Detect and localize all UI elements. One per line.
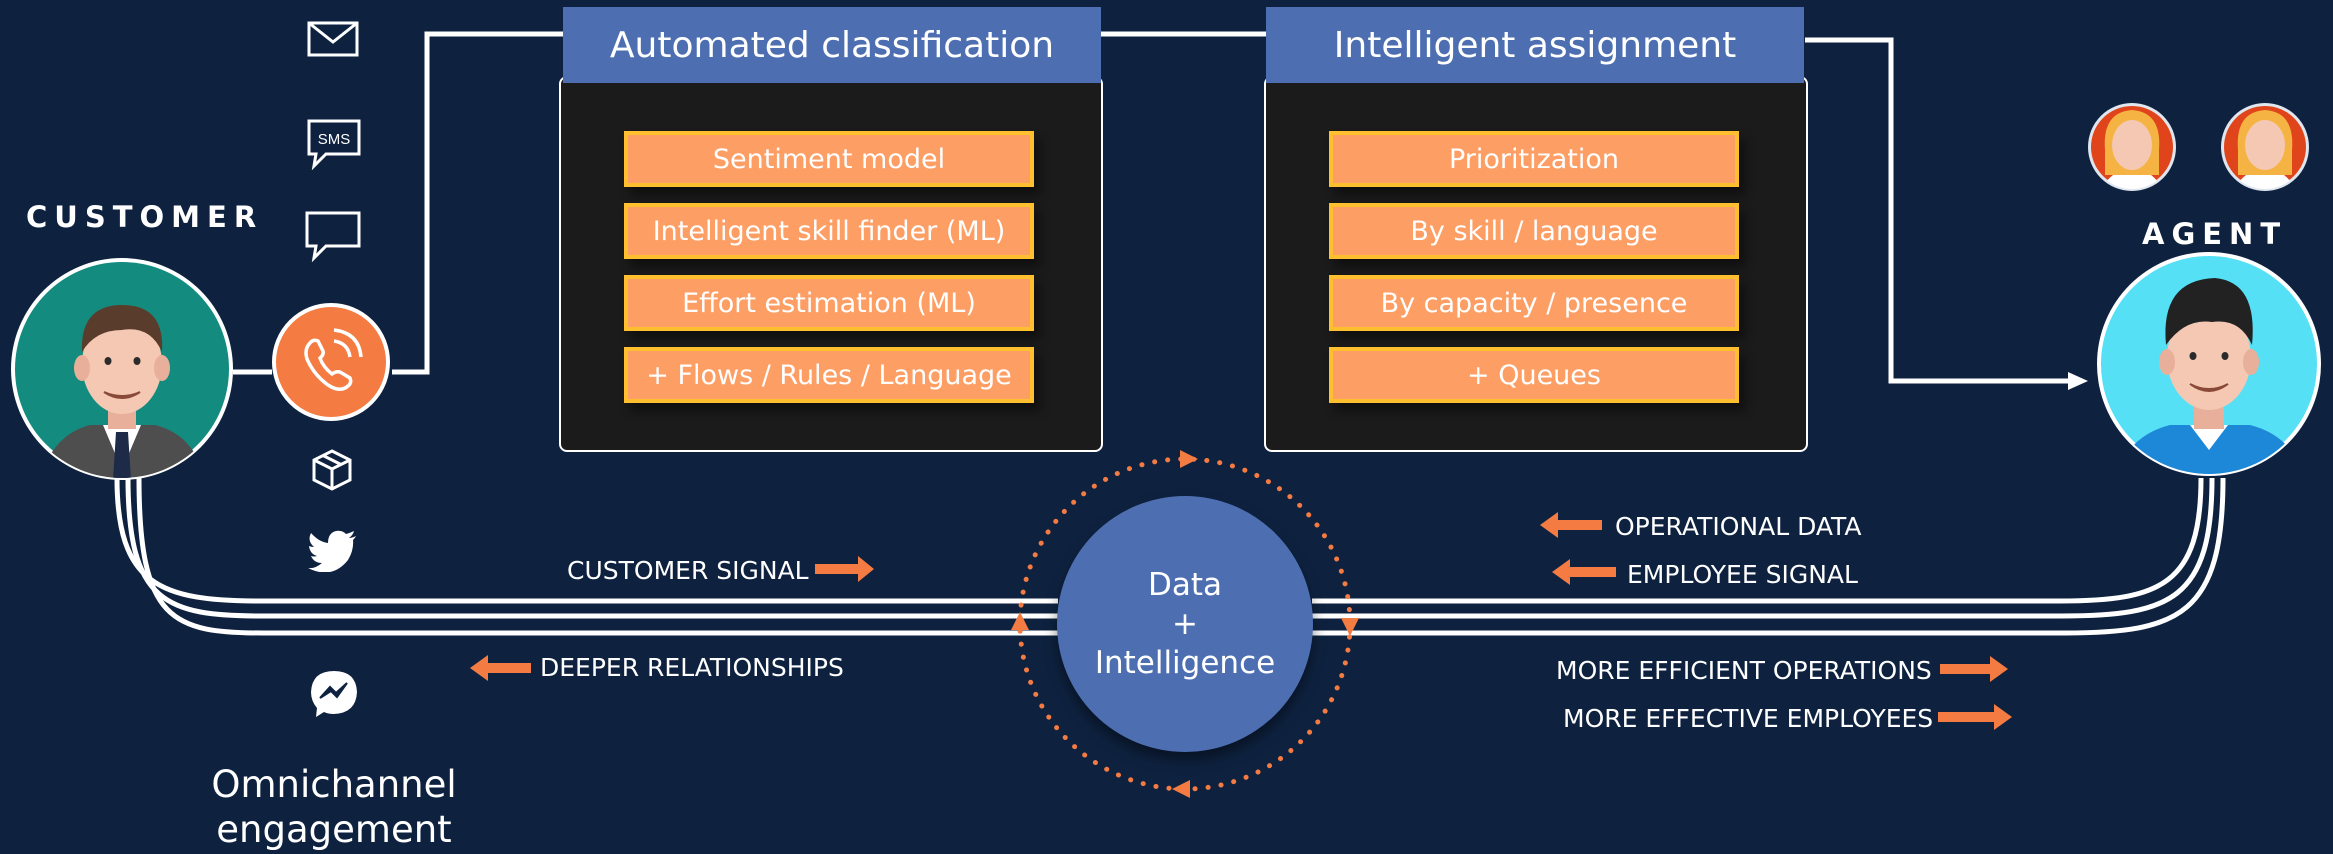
- chat-icon[interactable]: [304, 210, 362, 262]
- bottom-line-agent-2: [1312, 477, 2215, 619]
- omnichannel-line1: Omnichannel: [211, 763, 457, 806]
- assignment-title: Intelligent assignment: [1266, 7, 1804, 83]
- cycle-arrow-top-icon: [1180, 450, 1198, 468]
- classification-item-skill-finder: Intelligent skill finder (ML): [624, 203, 1034, 259]
- omnichannel-line2: engagement: [216, 808, 452, 851]
- assignment-item-prioritization: Prioritization: [1329, 131, 1739, 187]
- arrow-right-more-effective-employees: [1938, 704, 2012, 730]
- agent-small-avatar-2: [2221, 103, 2309, 191]
- agent-avatar: [2097, 252, 2321, 476]
- employee-signal-label: EMPLOYEE SIGNAL: [1627, 560, 1858, 589]
- package-icon[interactable]: [311, 448, 353, 492]
- classification-item-sentiment: Sentiment model: [624, 131, 1034, 187]
- more-efficient-operations-label: MORE EFFICIENT OPERATIONS: [1556, 656, 1932, 685]
- messenger-icon[interactable]: [309, 669, 359, 719]
- cycle-arrow-right-icon: [1341, 618, 1359, 636]
- assignment-item-queues: + Queues: [1329, 347, 1739, 403]
- cycle-arrow-bottom-icon: [1172, 780, 1190, 798]
- center-line-data: Data: [1147, 566, 1223, 603]
- bottom-line-customer-3: [136, 477, 1058, 636]
- arrow-left-employee-signal: [1552, 559, 1616, 585]
- customer-label: CUSTOMER: [26, 200, 264, 234]
- center-line-plus: +: [1172, 605, 1198, 642]
- arrow-left-operational-data: [1540, 512, 1602, 538]
- arrow-right-more-efficient-operations: [1940, 656, 2008, 682]
- bottom-line-agent-1: [1312, 477, 2204, 604]
- classification-title: Automated classification: [563, 7, 1101, 83]
- arrowhead-to-agent: [2068, 372, 2088, 390]
- bottom-line-agent-3: [1312, 477, 2226, 636]
- classification-item-flows: + Flows / Rules / Language: [624, 347, 1034, 403]
- twitter-icon[interactable]: [308, 530, 358, 572]
- agent-small-avatar-1: [2088, 103, 2176, 191]
- sms-icon-text: SMS: [318, 131, 351, 148]
- assignment-item-skill-language: By skill / language: [1329, 203, 1739, 259]
- sms-icon[interactable]: SMS: [306, 118, 362, 170]
- mail-icon[interactable]: [306, 20, 360, 58]
- classification-item-effort: Effort estimation (ML): [624, 275, 1034, 331]
- customer-avatar: [11, 258, 233, 480]
- more-effective-employees-label: MORE EFFECTIVE EMPLOYEES: [1563, 704, 1934, 733]
- connector-phone-to-classification: [392, 31, 565, 375]
- bottom-line-customer-2: [125, 477, 1058, 619]
- arrow-right-customer-signal: [815, 556, 874, 582]
- center-line-intelligence: Intelligence: [1094, 644, 1276, 681]
- deeper-relationships-label: DEEPER RELATIONSHIPS: [540, 653, 844, 682]
- arrow-left-deeper-relationships: [470, 655, 531, 681]
- connector-assignment-to-agent: [1805, 37, 2070, 384]
- bottom-line-customer-1: [114, 477, 1058, 604]
- customer-signal-label: CUSTOMER SIGNAL: [567, 556, 809, 585]
- operational-data-label: OPERATIONAL DATA: [1615, 512, 1862, 541]
- agent-label: AGENT: [2142, 217, 2288, 251]
- cycle-arrow-left-icon: [1011, 612, 1029, 630]
- omnichannel-title: Omnichannel engagement: [184, 762, 484, 852]
- phone-icon[interactable]: [270, 301, 392, 423]
- assignment-item-capacity: By capacity / presence: [1329, 275, 1739, 331]
- data-intelligence-circle: Data + Intelligence: [1057, 496, 1313, 752]
